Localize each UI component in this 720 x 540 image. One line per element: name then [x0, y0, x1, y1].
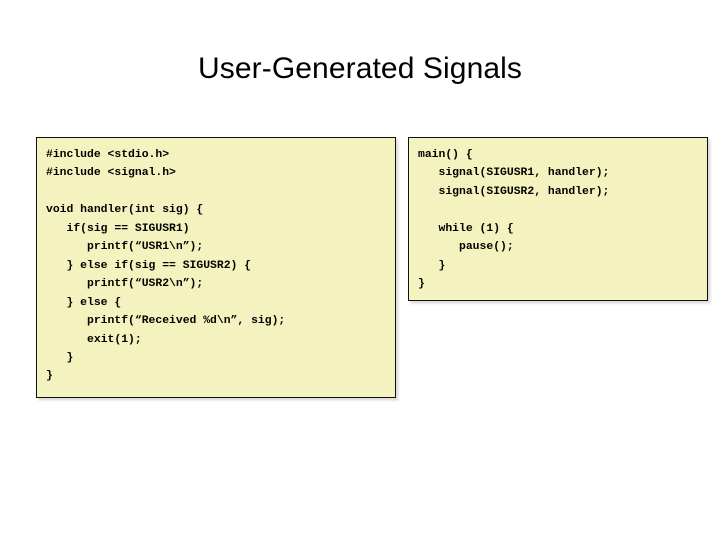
code-block-main: main() { signal(SIGUSR1, handler); signa…	[408, 137, 708, 301]
code-block-handler: #include <stdio.h> #include <signal.h> v…	[36, 137, 396, 398]
code-block-handler-text: #include <stdio.h> #include <signal.h> v…	[46, 149, 286, 383]
page-title: User-Generated Signals	[197, 52, 523, 85]
code-block-main-text: main() { signal(SIGUSR1, handler); signa…	[418, 149, 610, 291]
